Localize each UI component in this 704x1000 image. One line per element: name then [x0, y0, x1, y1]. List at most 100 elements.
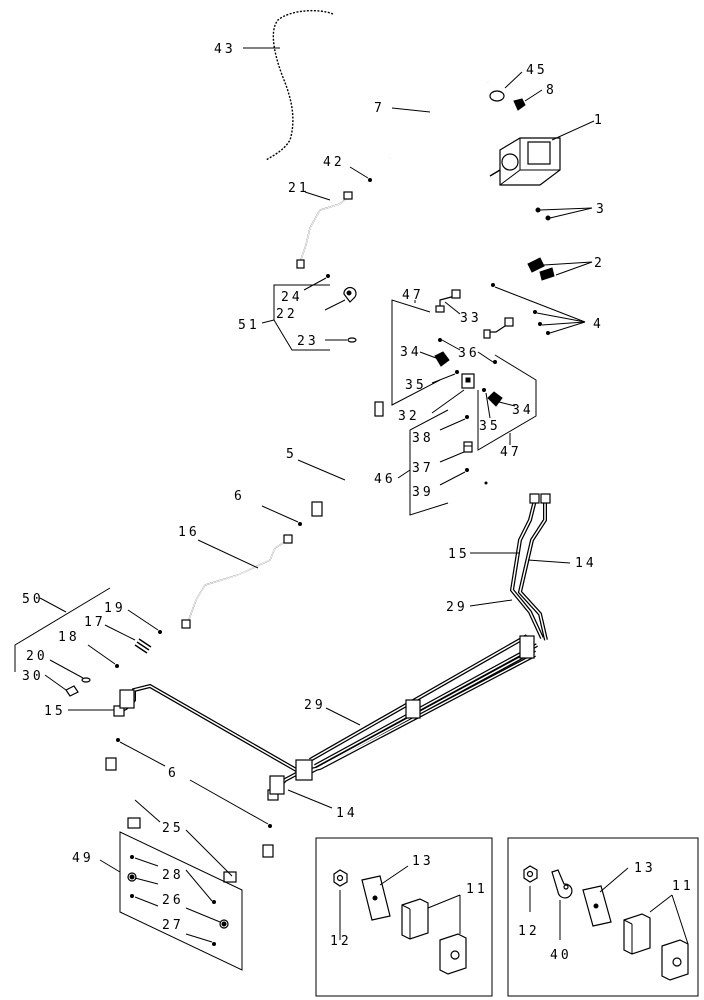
leader-line: [324, 299, 346, 311]
leader-line: [419, 351, 437, 359]
leader-line: [49, 659, 84, 679]
callout-49: 49: [72, 851, 94, 866]
leader-line: [304, 191, 331, 201]
leader-line: [431, 389, 465, 414]
callout-6b: 6: [168, 766, 179, 781]
callout-13a: 13: [412, 854, 434, 869]
p-clip-part: [551, 869, 573, 899]
callout-28: 28: [162, 868, 184, 883]
leader-line: [134, 857, 221, 943]
callout-2: 2: [594, 256, 605, 271]
leader-line: [431, 373, 456, 384]
callout-40: 40: [550, 948, 572, 963]
inset-panel-mount-b: [507, 837, 699, 997]
callout-37: 37: [412, 461, 434, 476]
drain-hose-part: [105, 757, 274, 892]
callout-19: 19: [104, 601, 126, 616]
callout-23: 23: [297, 334, 319, 349]
leader-line: [119, 741, 269, 825]
clamp-half-part: [401, 898, 467, 975]
callout-20: 20: [26, 649, 48, 664]
callout-18: 18: [58, 630, 80, 645]
callout-3: 3: [596, 202, 607, 217]
callout-4: 4: [593, 317, 604, 332]
callout-16: 16: [178, 525, 200, 540]
o-ring-part: [115, 664, 119, 668]
check-valve-part: [434, 351, 450, 367]
leader-line: [397, 469, 411, 479]
group-bracket-50: [14, 587, 111, 672]
o-ring-part: [116, 738, 272, 828]
callout-11a: 11: [466, 882, 488, 897]
callout-32: 32: [398, 409, 420, 424]
nut-part: [333, 869, 348, 887]
poppet-part: [81, 677, 91, 683]
nut-part: [523, 865, 538, 883]
callout-47a: 47: [402, 288, 424, 303]
tee-fitting-part: [461, 373, 475, 389]
callout-43: 43: [214, 42, 236, 57]
callout-27: 27: [162, 918, 184, 933]
o-ring-part: [130, 894, 216, 946]
callout-35a: 35: [405, 378, 427, 393]
tube-assembly-part: [181, 534, 293, 629]
leader-line: [99, 859, 121, 873]
callout-30: 30: [22, 669, 44, 684]
banjo-fitting-part: [343, 286, 357, 303]
callout-38: 38: [412, 431, 434, 446]
leader-line: [127, 609, 159, 631]
plate-part: [361, 875, 391, 921]
callout-17: 17: [84, 615, 106, 630]
o-ring-part: [455, 370, 459, 374]
callout-35b: 35: [479, 419, 501, 434]
leader-line: [303, 277, 327, 291]
leader-line: [485, 392, 491, 419]
leader-line: [494, 286, 586, 334]
leader-line: [104, 624, 136, 641]
plate-part: [582, 885, 612, 927]
callout-6a: 6: [234, 489, 245, 504]
leader-line: [261, 505, 299, 523]
callout-24: 24: [281, 290, 303, 305]
o-ring-part: [326, 274, 330, 278]
callout-labels: 43 45 7 8 1 42 21 3 2 24 47 22 33 51 4 2…: [22, 42, 694, 963]
callout-21: 21: [288, 181, 310, 196]
callout-13b: 13: [634, 861, 656, 876]
leader-line: [68, 552, 571, 809]
callout-29b: 29: [304, 698, 326, 713]
plug-part: [463, 441, 473, 453]
return-hose-part: [387, 66, 490, 161]
pressure-tube-part: [296, 191, 353, 269]
callout-25: 25: [162, 821, 184, 836]
callout-5: 5: [286, 447, 297, 462]
leader-line: [543, 261, 593, 276]
callout-36: 36: [458, 346, 480, 361]
leader-line: [649, 894, 689, 945]
hose-clamp-part: [489, 90, 505, 102]
fitting-part: [127, 872, 137, 882]
callout-45: 45: [526, 63, 548, 78]
clamp-half-part: [623, 913, 689, 981]
o-ring-part: [491, 283, 550, 335]
callout-15b: 15: [44, 704, 66, 719]
leader-line: [599, 867, 629, 893]
coil-hose-part: [265, 9, 334, 161]
o-ring-part: [438, 338, 497, 364]
o-ring-part: [368, 178, 372, 182]
callout-14b: 14: [336, 806, 358, 821]
callout-11b: 11: [672, 879, 694, 894]
seal-part: [347, 337, 357, 343]
o-ring-part: [465, 468, 469, 472]
leader-line: [498, 401, 516, 407]
group-bracket-49: [119, 831, 243, 971]
callout-22: 22: [276, 307, 298, 322]
leader-line: [44, 674, 67, 691]
leader-line: [439, 471, 466, 486]
leader-line: [391, 107, 431, 113]
group-bracket-47-upper: [391, 299, 441, 406]
callout-1: 1: [594, 113, 605, 128]
group-bracket-47-lower: [477, 354, 537, 451]
callout-7: 7: [374, 101, 385, 116]
elbow-tube-part: [435, 289, 461, 313]
